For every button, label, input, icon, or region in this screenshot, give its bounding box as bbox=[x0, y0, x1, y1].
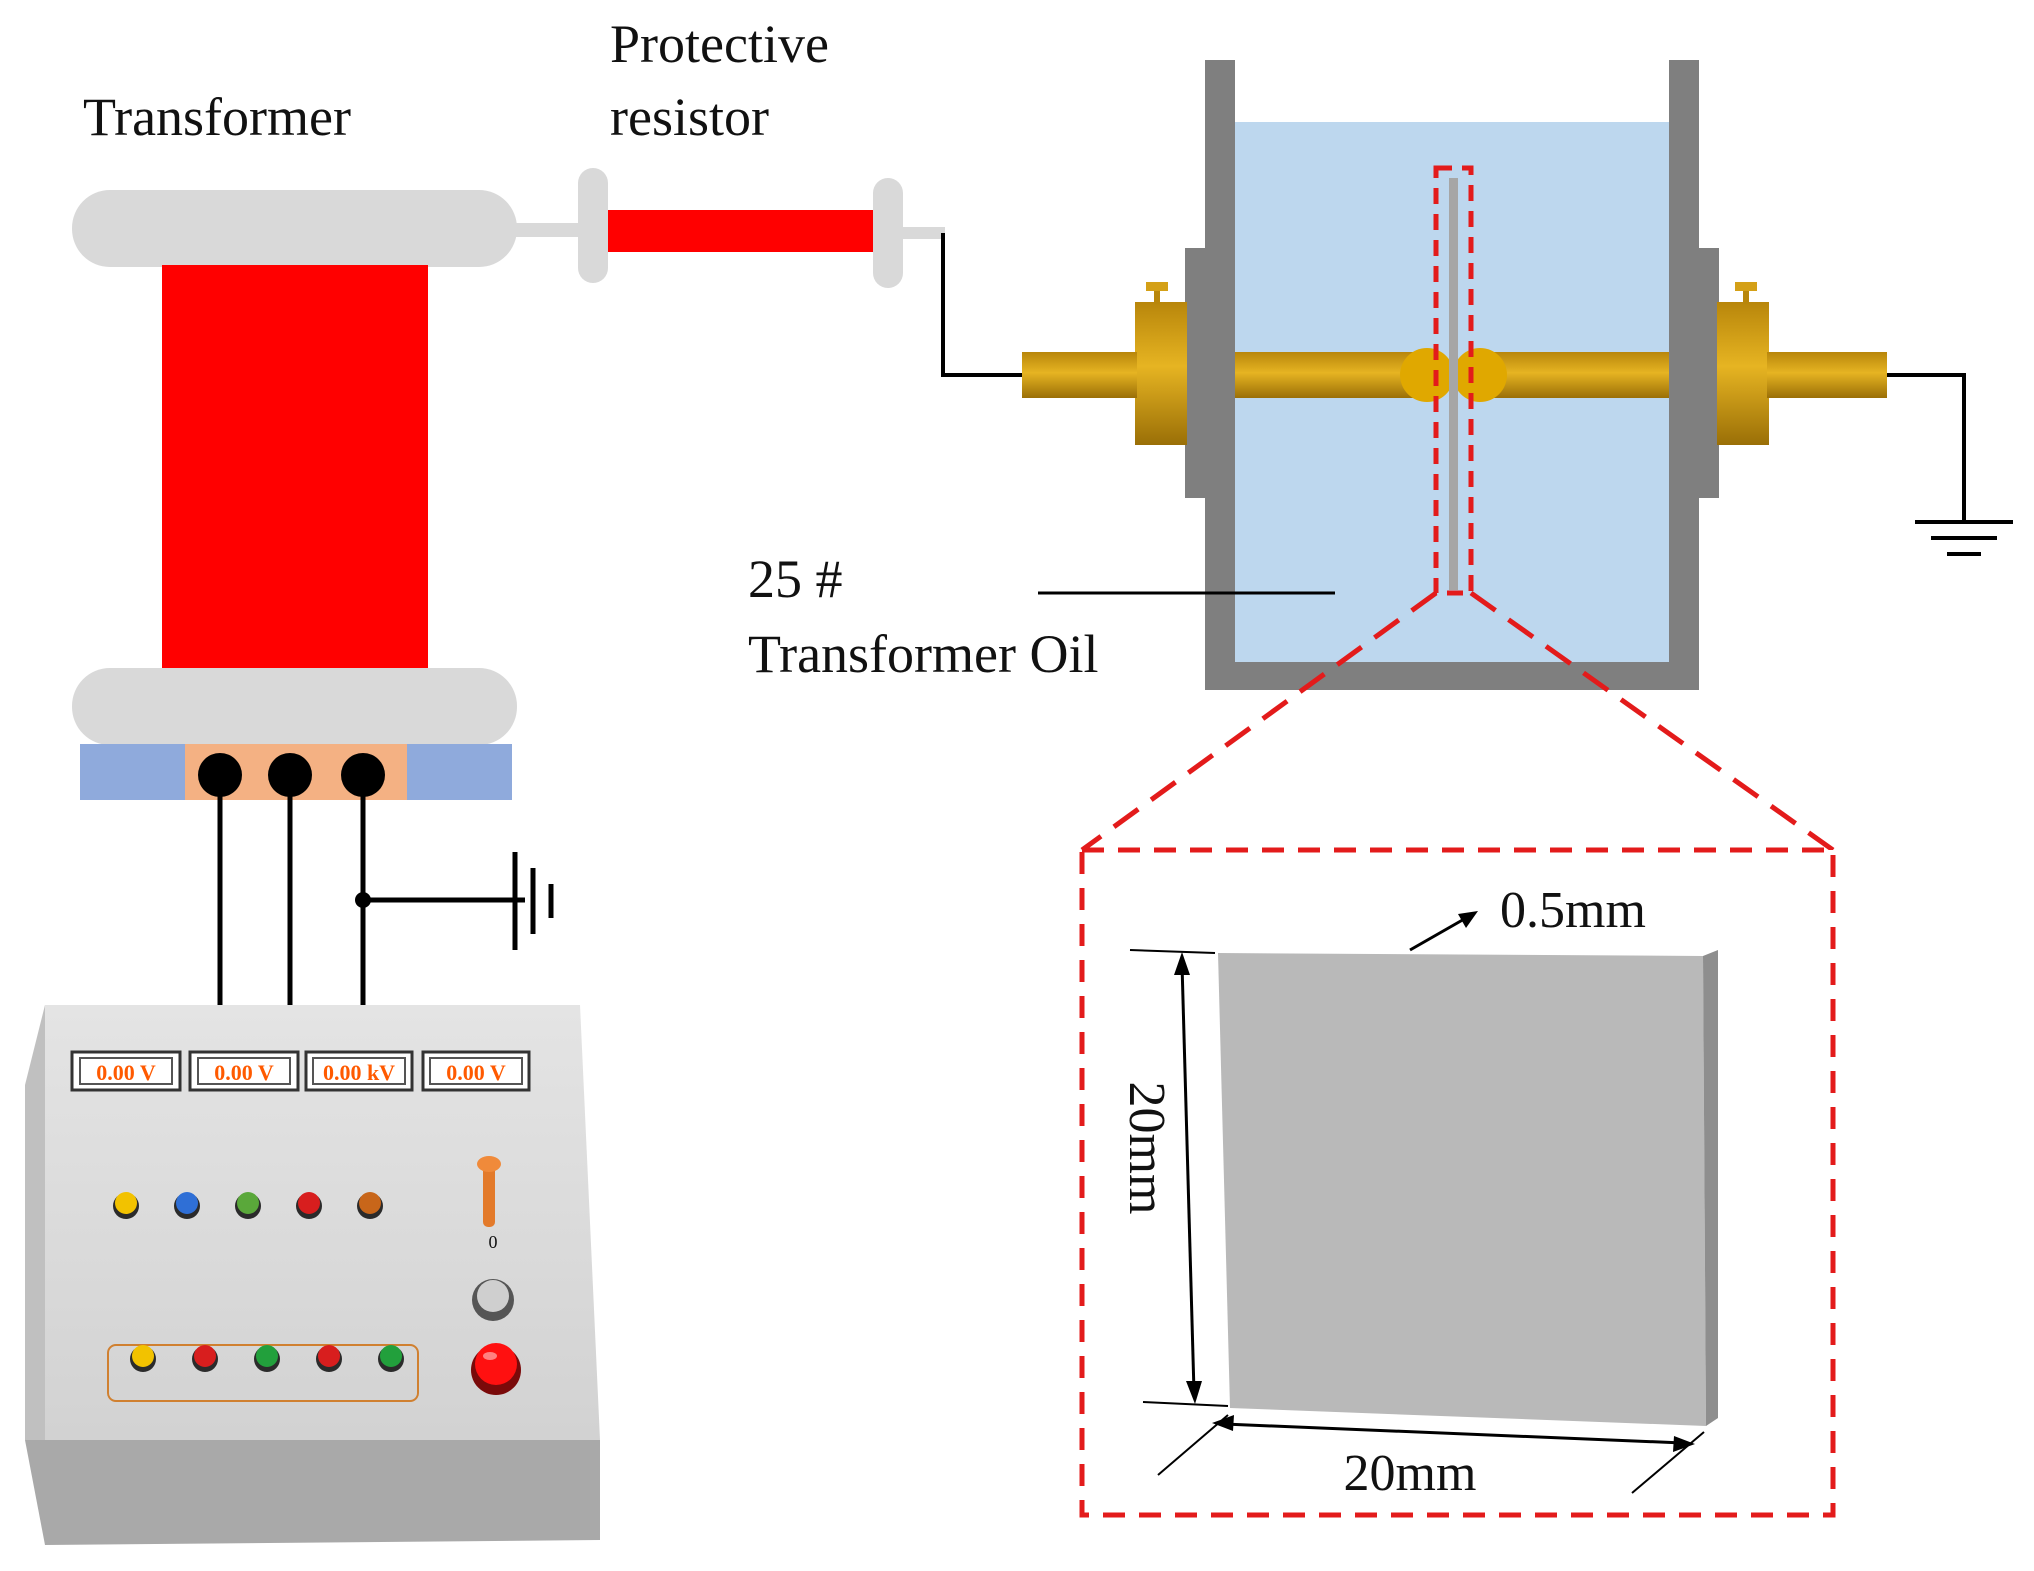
resistor-connector-bar bbox=[900, 227, 945, 239]
electrode-ball-right bbox=[1453, 348, 1507, 402]
indicator-top-light-4 bbox=[298, 1192, 320, 1214]
lever-switch[interactable] bbox=[477, 1156, 501, 1227]
bushing-right-screw bbox=[1743, 290, 1749, 304]
width-extension-right bbox=[1631, 1431, 1705, 1494]
zoom-callout: 0.5mm 20mm 20mm bbox=[1079, 590, 1836, 1518]
console-leads bbox=[217, 775, 525, 1005]
indicator-top-light-2 bbox=[176, 1192, 198, 1214]
thickness-arrow bbox=[1409, 916, 1467, 952]
indicator-top-light-1 bbox=[115, 1192, 137, 1214]
height-extension-top bbox=[1129, 949, 1216, 954]
width-arrowhead-right bbox=[1673, 1436, 1695, 1452]
zoom-line-left bbox=[1080, 590, 1438, 853]
thickness-label: 0.5mm bbox=[1500, 882, 1646, 939]
junction-dot bbox=[355, 892, 371, 908]
width-label: 20mm bbox=[1344, 1445, 1477, 1502]
width-dimension-line bbox=[1223, 1422, 1684, 1445]
lever-switch-label: 0 bbox=[489, 1232, 498, 1252]
height-arrowhead-bottom bbox=[1186, 1381, 1202, 1404]
meter-2: 0.00 V bbox=[188, 1050, 300, 1092]
transformer-top-cap bbox=[72, 190, 517, 267]
zoom-line-right bbox=[1469, 590, 1835, 853]
indicator-top-light-3 bbox=[237, 1192, 259, 1214]
resistor-flange-right bbox=[873, 178, 903, 288]
control-console: 0.00 V 0.00 V 0.00 kV 0.00 V 0 bbox=[25, 1005, 600, 1545]
electrode-rod-right-outer bbox=[1767, 352, 1887, 398]
resistor-body bbox=[608, 210, 873, 252]
console-top bbox=[25, 1005, 600, 1440]
ground-symbol-left bbox=[512, 852, 554, 950]
electrode-rod-left-outer bbox=[1022, 352, 1137, 398]
ground-symbol-right bbox=[1915, 520, 2013, 556]
thickness-arrowhead bbox=[1458, 911, 1478, 928]
flange-plate-right bbox=[1699, 248, 1719, 498]
oil-label-line1: 25 # bbox=[748, 549, 843, 609]
protective-resistor-label-line1: Protective bbox=[610, 14, 829, 74]
oil-label-line2: Transformer Oil bbox=[748, 624, 1098, 684]
hv-connector-bar bbox=[515, 223, 585, 237]
electrode-ball-left bbox=[1400, 348, 1454, 402]
meter-1-value: 0.00 V bbox=[96, 1060, 156, 1085]
height-label: 20mm bbox=[1118, 1082, 1175, 1215]
indicator-group-frame bbox=[107, 1344, 419, 1402]
indicator-bottom-light-1 bbox=[132, 1345, 154, 1367]
meter-3-value: 0.00 kV bbox=[323, 1060, 395, 1085]
sample-sheet-side-view bbox=[1449, 178, 1458, 590]
meter-4-value: 0.00 V bbox=[446, 1060, 506, 1085]
meter-4: 0.00 V bbox=[421, 1050, 531, 1092]
transformer-label: Transformer bbox=[83, 87, 351, 147]
meter-2-value: 0.00 V bbox=[214, 1060, 274, 1085]
resistor-flange-left bbox=[578, 168, 608, 283]
vessel-wall-left bbox=[1205, 60, 1235, 690]
bushing-right bbox=[1717, 302, 1769, 445]
indicator-top-light-5 bbox=[359, 1192, 381, 1214]
width-extension-left bbox=[1157, 1414, 1229, 1476]
meter-1: 0.00 V bbox=[70, 1050, 182, 1092]
indicator-bottom-light-2 bbox=[194, 1345, 216, 1367]
ground-lead-wire bbox=[1887, 373, 1966, 520]
transformer-bottom-cap bbox=[72, 668, 517, 745]
bushing-left bbox=[1135, 302, 1187, 445]
gray-button[interactable] bbox=[472, 1279, 514, 1321]
electrode-rod-left bbox=[1235, 352, 1425, 398]
bushing-right-screw-head bbox=[1735, 282, 1757, 291]
oil-test-cell bbox=[1022, 60, 1887, 690]
meter-3: 0.00 kV bbox=[304, 1050, 414, 1092]
width-arrowhead-left bbox=[1212, 1415, 1234, 1431]
indicator-bottom-light-4 bbox=[318, 1345, 340, 1367]
protective-resistor-label-line2: resistor bbox=[610, 87, 769, 147]
red-button[interactable] bbox=[471, 1343, 521, 1395]
electrode-rod-right bbox=[1482, 352, 1669, 398]
hv-lead-wire bbox=[941, 233, 1022, 377]
indicator-row-top bbox=[113, 1192, 383, 1219]
indicator-bottom-light-5 bbox=[380, 1345, 402, 1367]
vessel-wall-right bbox=[1669, 60, 1699, 690]
sample-sheet-face bbox=[1218, 953, 1706, 1426]
protective-resistor: Protective resistor bbox=[515, 14, 945, 288]
sample-sheet-edge bbox=[1703, 950, 1718, 1426]
console-front bbox=[25, 1440, 600, 1545]
bushing-left-screw bbox=[1154, 290, 1160, 304]
vessel-floor bbox=[1205, 662, 1699, 690]
sample-highlight-box bbox=[1433, 165, 1474, 596]
indicator-bottom-light-3 bbox=[256, 1345, 278, 1367]
bushing-left-screw-head bbox=[1146, 282, 1168, 291]
height-extension-bottom bbox=[1142, 1401, 1229, 1407]
transformer-coil bbox=[162, 265, 428, 670]
height-dimension-line bbox=[1180, 963, 1196, 1393]
flange-plate-left bbox=[1185, 248, 1205, 498]
console-left-side bbox=[25, 1005, 45, 1440]
transformer: Transformer bbox=[72, 87, 517, 800]
height-arrowhead-top bbox=[1174, 952, 1190, 975]
indicator-row-bottom bbox=[130, 1345, 404, 1372]
